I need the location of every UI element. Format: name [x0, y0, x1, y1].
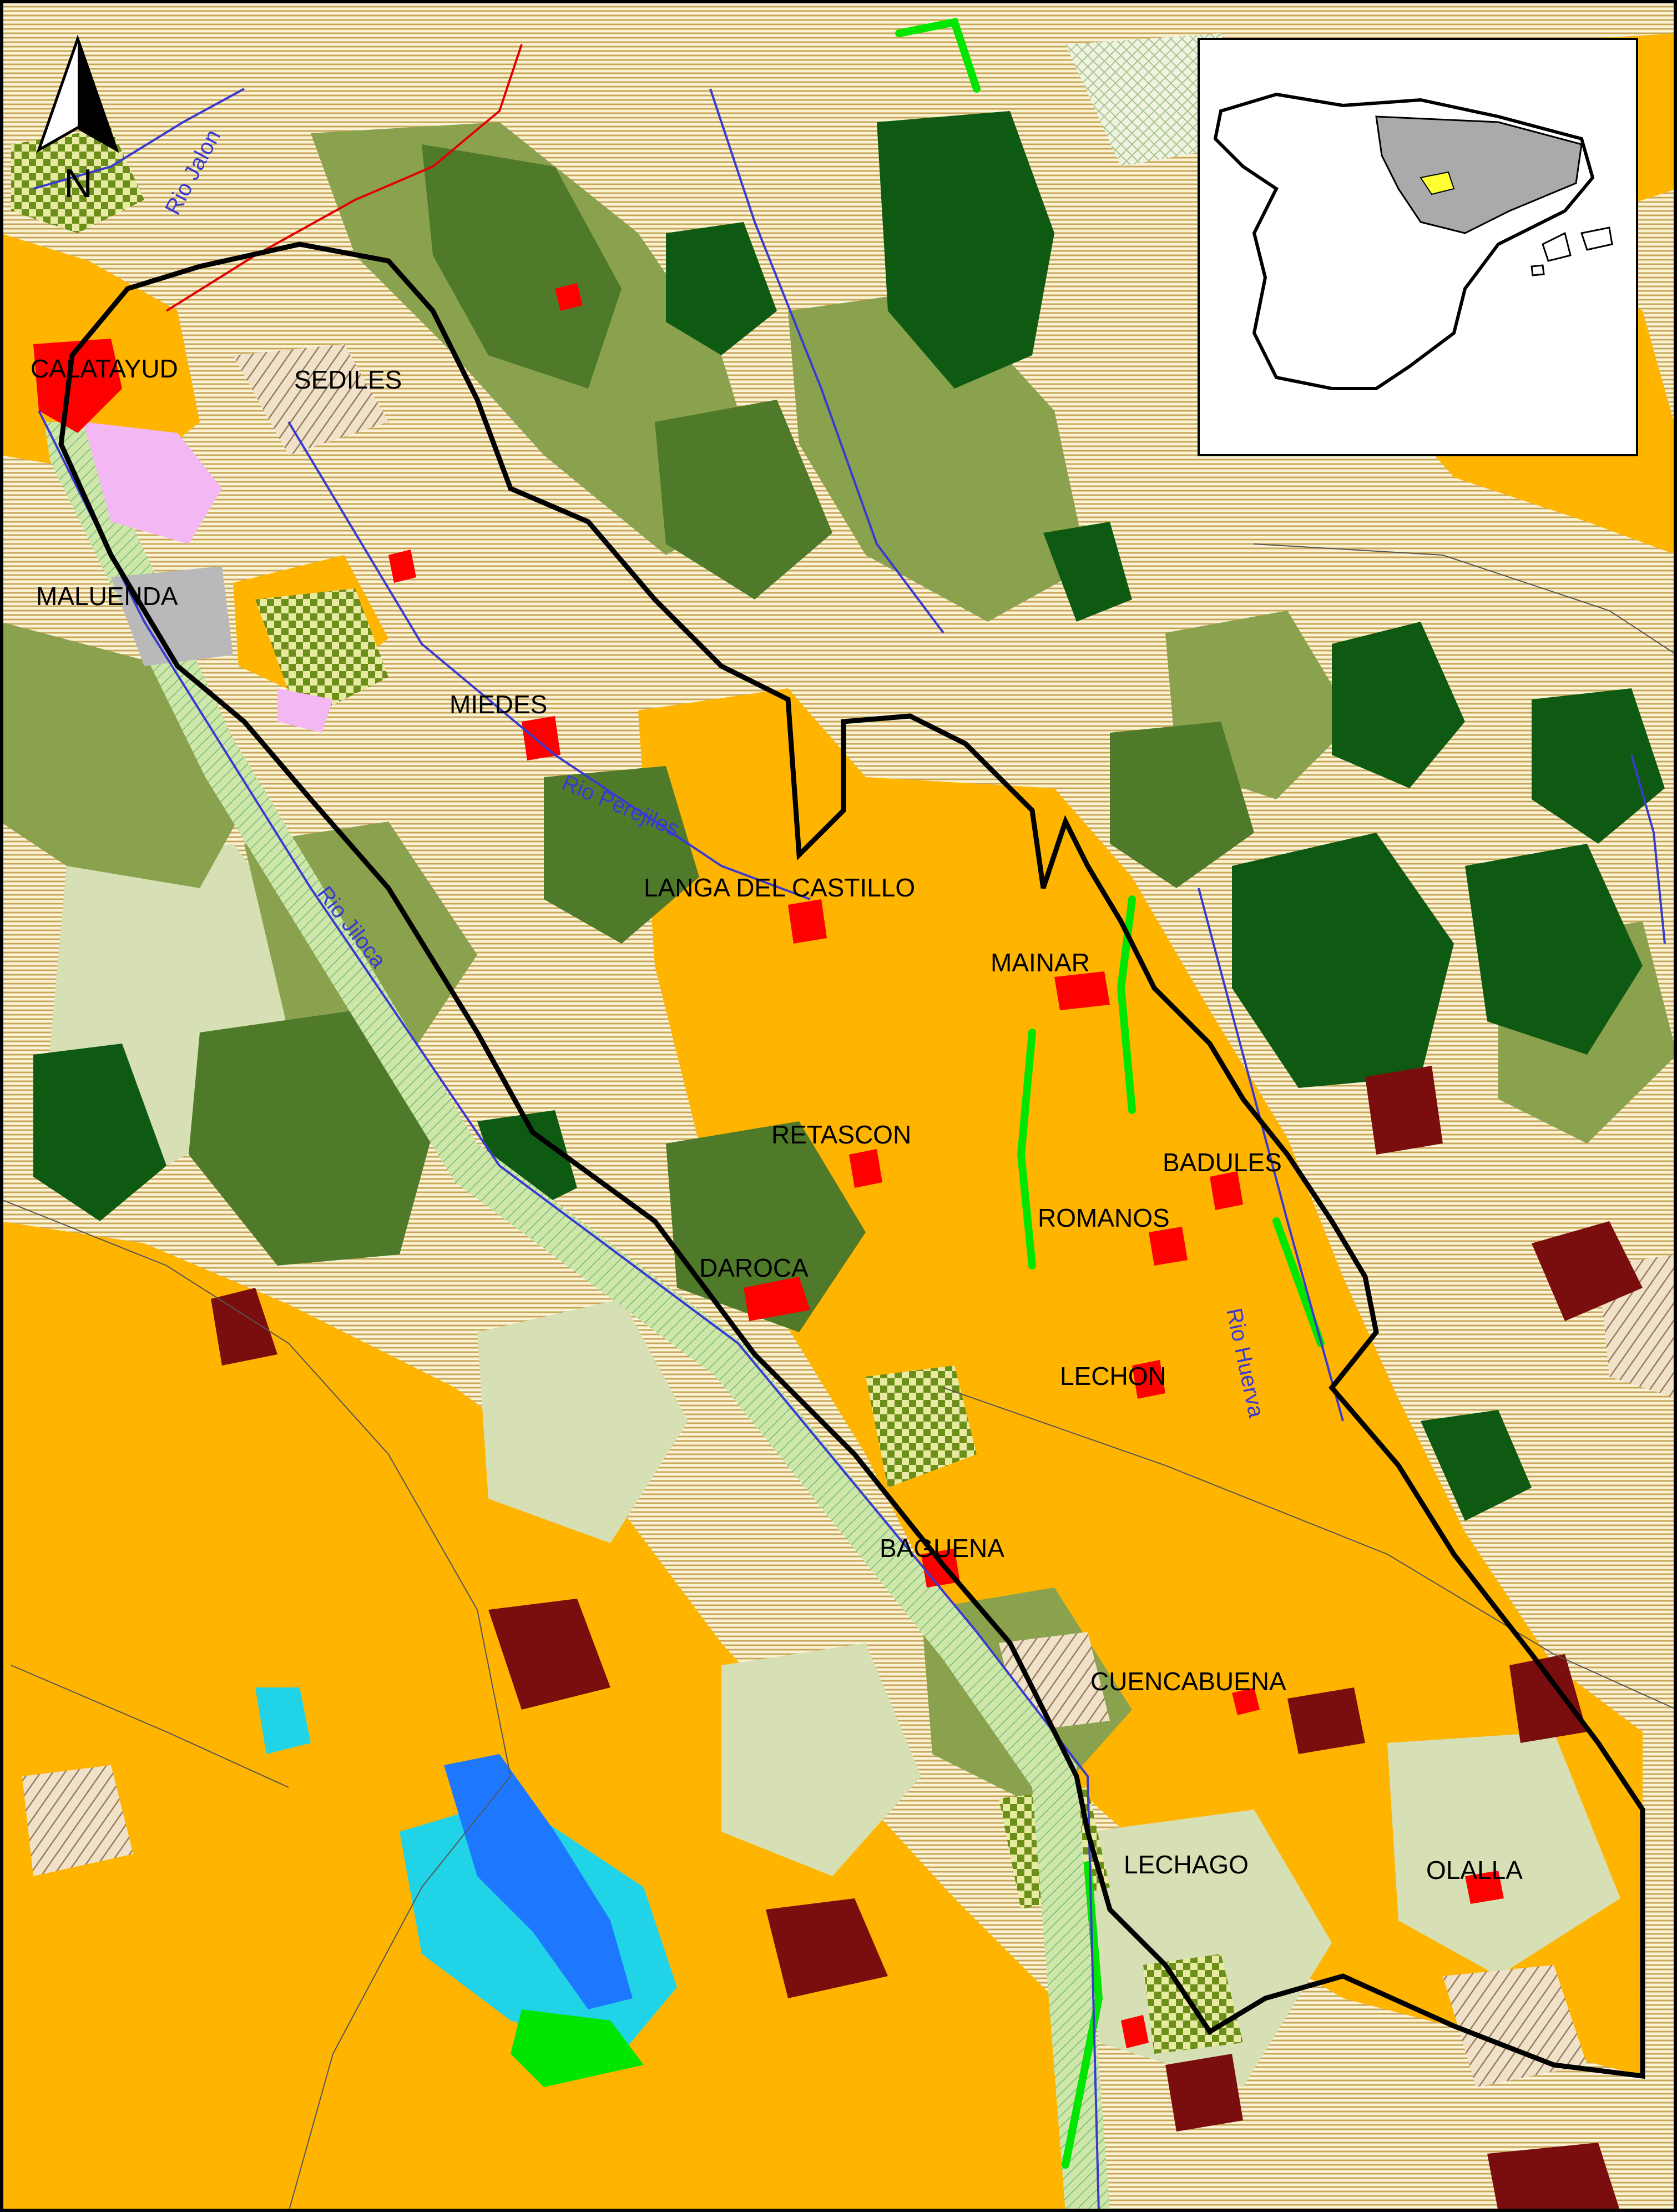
forest-mid-areas	[189, 144, 1254, 1332]
label-baguena: BAGUENA	[880, 1534, 1004, 1563]
north-arrow: N	[36, 34, 119, 206]
grey-area	[111, 566, 233, 666]
forest-dark-areas	[33, 111, 1665, 1521]
inset-study-area	[1420, 171, 1455, 195]
wine-areas	[211, 1066, 1643, 2212]
label-calatayud: CALATAYUD	[31, 354, 178, 383]
label-badules: BADULES	[1163, 1148, 1282, 1177]
label-sediles: SEDILES	[294, 365, 402, 394]
jiloca-valley	[44, 422, 1110, 2212]
label-lechon: LECHON	[1060, 1362, 1166, 1390]
label-cuencabuena: CUENCABUENA	[1090, 1667, 1286, 1696]
label-daroca: DAROCA	[699, 1253, 809, 1282]
roads	[165, 44, 523, 312]
pink-area-small	[277, 688, 333, 733]
urban-areas	[33, 283, 1504, 2048]
rivers	[33, 88, 1666, 2212]
label-mainar: MAINAR	[991, 948, 1090, 977]
label-maluenda: MALUENDA	[36, 582, 178, 611]
agroforest-areas	[22, 344, 1677, 2087]
pink-area	[83, 422, 222, 544]
inset-islands	[1530, 226, 1613, 276]
admin-boundaries	[0, 543, 1677, 2212]
label-olalla: OLALLA	[1426, 1856, 1523, 1885]
label-langa-del-castillo: LANGA DEL CASTILLO	[644, 873, 915, 902]
label-lechago: LECHAGO	[1124, 1850, 1249, 1879]
label-miedes: MIEDES	[449, 690, 547, 719]
lake	[255, 1687, 677, 2087]
study-area-boundary	[58, 241, 1645, 2079]
label-retascon: RETASCON	[771, 1120, 911, 1149]
north-label: N	[64, 162, 93, 206]
label-romanos: ROMANOS	[1038, 1203, 1170, 1232]
inset-aragon-region	[1375, 115, 1583, 234]
inset-map	[1198, 38, 1638, 456]
